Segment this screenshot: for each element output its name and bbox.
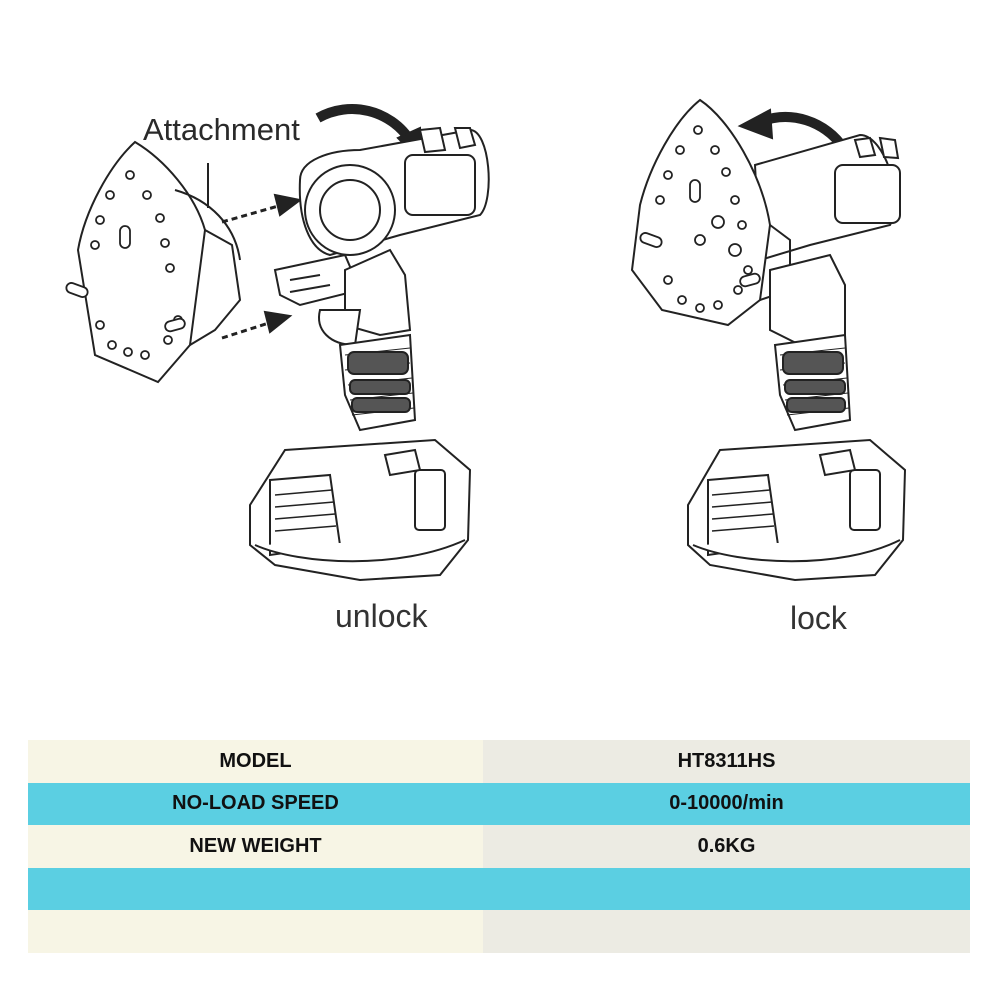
spec-value-empty-1 [483, 867, 970, 911]
spec-table: MODEL HT8311HS NO-LOAD SPEED 0-10000/min… [28, 740, 970, 953]
attachment-label: Attachment [143, 112, 300, 147]
spec-value-weight: 0.6KG [483, 825, 970, 868]
tool-head-locked [753, 133, 901, 262]
spec-row-weight: NEW WEIGHT 0.6KG [28, 825, 970, 868]
spec-value-speed: 0-10000/min [483, 782, 970, 826]
spec-label-speed: NO-LOAD SPEED [28, 782, 483, 826]
rotate-arrow-unlock [315, 104, 415, 143]
push-arrow-lower [221, 310, 293, 340]
spec-row-model: MODEL HT8311HS [28, 740, 970, 783]
tool-head [273, 126, 490, 307]
spec-label-empty-2 [28, 910, 483, 953]
tool-body [318, 248, 417, 432]
spec-value-empty-2 [483, 910, 970, 953]
unlock-caption: unlock [335, 598, 428, 634]
battery-pack [249, 438, 472, 582]
lock-caption: lock [790, 600, 847, 636]
product-illustration [65, 98, 907, 582]
spec-label-weight: NEW WEIGHT [28, 825, 483, 868]
sanding-pad [65, 140, 242, 384]
push-arrow-upper [221, 193, 303, 224]
lock-illustration [630, 98, 907, 582]
spec-value-model: HT8311HS [483, 740, 970, 783]
tool-body-locked [769, 253, 852, 432]
spec-row-empty-2 [28, 910, 970, 953]
sanding-pad-locked [630, 98, 791, 327]
spec-label-empty-1 [28, 867, 483, 911]
spec-row-empty-1 [28, 867, 970, 911]
spec-label-model: MODEL [28, 740, 483, 783]
unlock-illustration [65, 104, 490, 582]
battery-pack-locked [687, 438, 907, 582]
spec-row-speed: NO-LOAD SPEED 0-10000/min [28, 782, 970, 826]
